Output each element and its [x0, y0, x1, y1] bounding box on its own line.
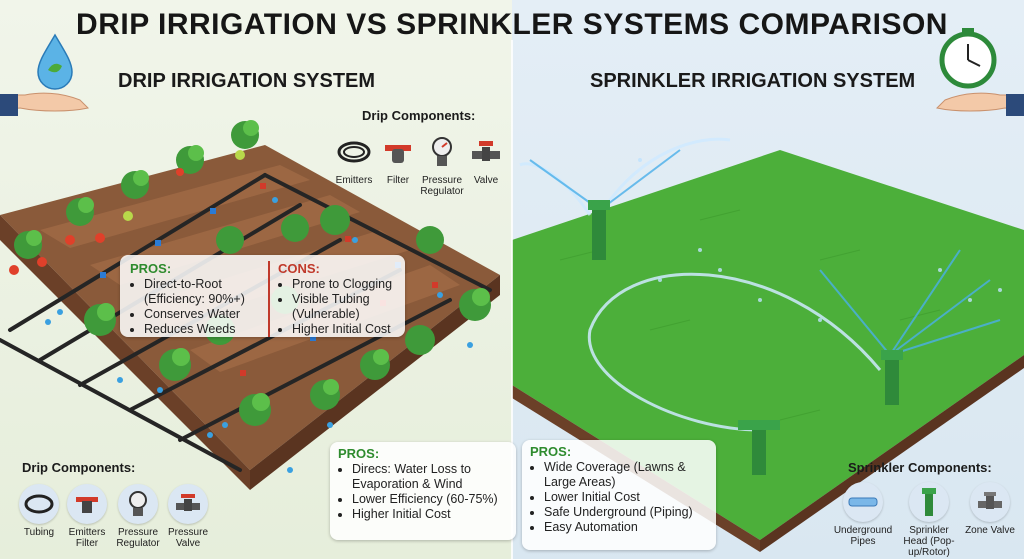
sprinkler-component-pipes: Underground Pipes [832, 482, 894, 547]
drip-component-tubing: Tubing [14, 484, 64, 538]
drip-pro-item: Reduces Weeds [144, 322, 260, 337]
tubing-coil-icon [334, 132, 374, 172]
sprinkler-cons-card: PROS: Direcs: Water Loss to Evaporation … [330, 442, 516, 540]
sprinkler-pro-item: Lower Initial Cost [544, 490, 708, 505]
drip-con-item: Higher Initial Cost [292, 322, 413, 337]
sprinkler-cons-item: Direcs: Water Loss to Evaporation & Wind [352, 462, 508, 492]
sprinkler-pro-item: Safe Underground (Piping) [544, 505, 708, 520]
sprinkler-section-title: SPRINKLER IRRIGATION SYSTEM [590, 70, 916, 92]
sprinkler-head-icon [909, 482, 949, 522]
drip-pros-title: PROS: [130, 261, 172, 276]
zone-valve-icon [970, 482, 1010, 522]
drip-component-pressure-valve: Pressure Valve [162, 484, 214, 549]
hand-stopwatch-icon [936, 28, 1024, 116]
sprinkler-component-zone-valve: Zone Valve [964, 482, 1016, 536]
drip-con-item: Prone to Clogging [292, 277, 413, 292]
sprinkler-pros-title: PROS: [530, 444, 572, 459]
drip-components-top-title: Drip Components: [362, 108, 476, 123]
drip-section-title: DRIP IRRIGATION SYSTEM [118, 70, 376, 92]
drip-component-valve: Valve [466, 132, 506, 186]
sprinkler-pro-item: Easy Automation [544, 520, 708, 535]
sprinkler-component-head: Sprinkler Head (Pop-up/Rotor) [896, 482, 962, 558]
page-title: DRIP IRRIGATION VS SPRINKLER SYSTEMS COM… [76, 8, 948, 41]
sprinkler-components-title: Sprinkler Components: [848, 460, 992, 475]
hand-water-drop-icon [0, 33, 89, 116]
drip-components-bottom-title: Drip Components: [22, 460, 136, 475]
water-drops [45, 197, 473, 473]
sprinkler-pro-item: Wide Coverage (Lawns & Large Areas) [544, 460, 708, 490]
drip-pros-cons-card: PROS: Direct-to-Root (Efficiency: 90%+) … [120, 255, 405, 337]
drip-pros: PROS: Direct-to-Root (Efficiency: 90%+) … [130, 261, 260, 337]
sprinkler-cons-item: Higher Initial Cost [352, 507, 508, 522]
drip-con-item: Visible Tubing (Vulnerable) [292, 292, 413, 322]
tubing-coil-icon [19, 484, 59, 524]
drip-component-pressure-regulator: Pressure Regulator [418, 132, 466, 197]
sprinkler-cons-card-title: PROS: [338, 446, 380, 461]
sprinkler-heads [588, 200, 903, 475]
drip-pro-item: Conserves Water [144, 307, 260, 322]
drip-pro-item: Direct-to-Root (Efficiency: 90%+) [144, 277, 260, 307]
drip-cons-title: CONS: [278, 261, 320, 276]
drip-component-filter: Filter [378, 132, 418, 186]
spray-jets [529, 149, 1001, 356]
emitter-icon [67, 484, 107, 524]
sprinkler-cons-item: Lower Efficiency (60-75%) [352, 492, 508, 507]
panel-divider [511, 40, 513, 559]
pressure-regulator-icon [118, 484, 158, 524]
valve-icon [168, 484, 208, 524]
filter-icon [378, 132, 418, 172]
sprinkler-pros-card: PROS: Wide Coverage (Lawns & Large Areas… [522, 440, 716, 550]
spray-arcs [519, 137, 882, 432]
garden-bed-front-left [0, 215, 250, 490]
drip-component-pressure-regulator-bottom: Pressure Regulator [112, 484, 164, 549]
drip-cons: CONS: Prone to Clogging Visible Tubing (… [268, 261, 413, 337]
pressure-gauge-icon [422, 132, 462, 172]
drip-component-emitters-filter: Emitters Filter [62, 484, 112, 549]
garden-bed-front-right [250, 275, 500, 490]
pipe-icon [843, 482, 883, 522]
drip-component-emitters: Emitters [330, 132, 378, 186]
valve-icon [466, 132, 506, 172]
